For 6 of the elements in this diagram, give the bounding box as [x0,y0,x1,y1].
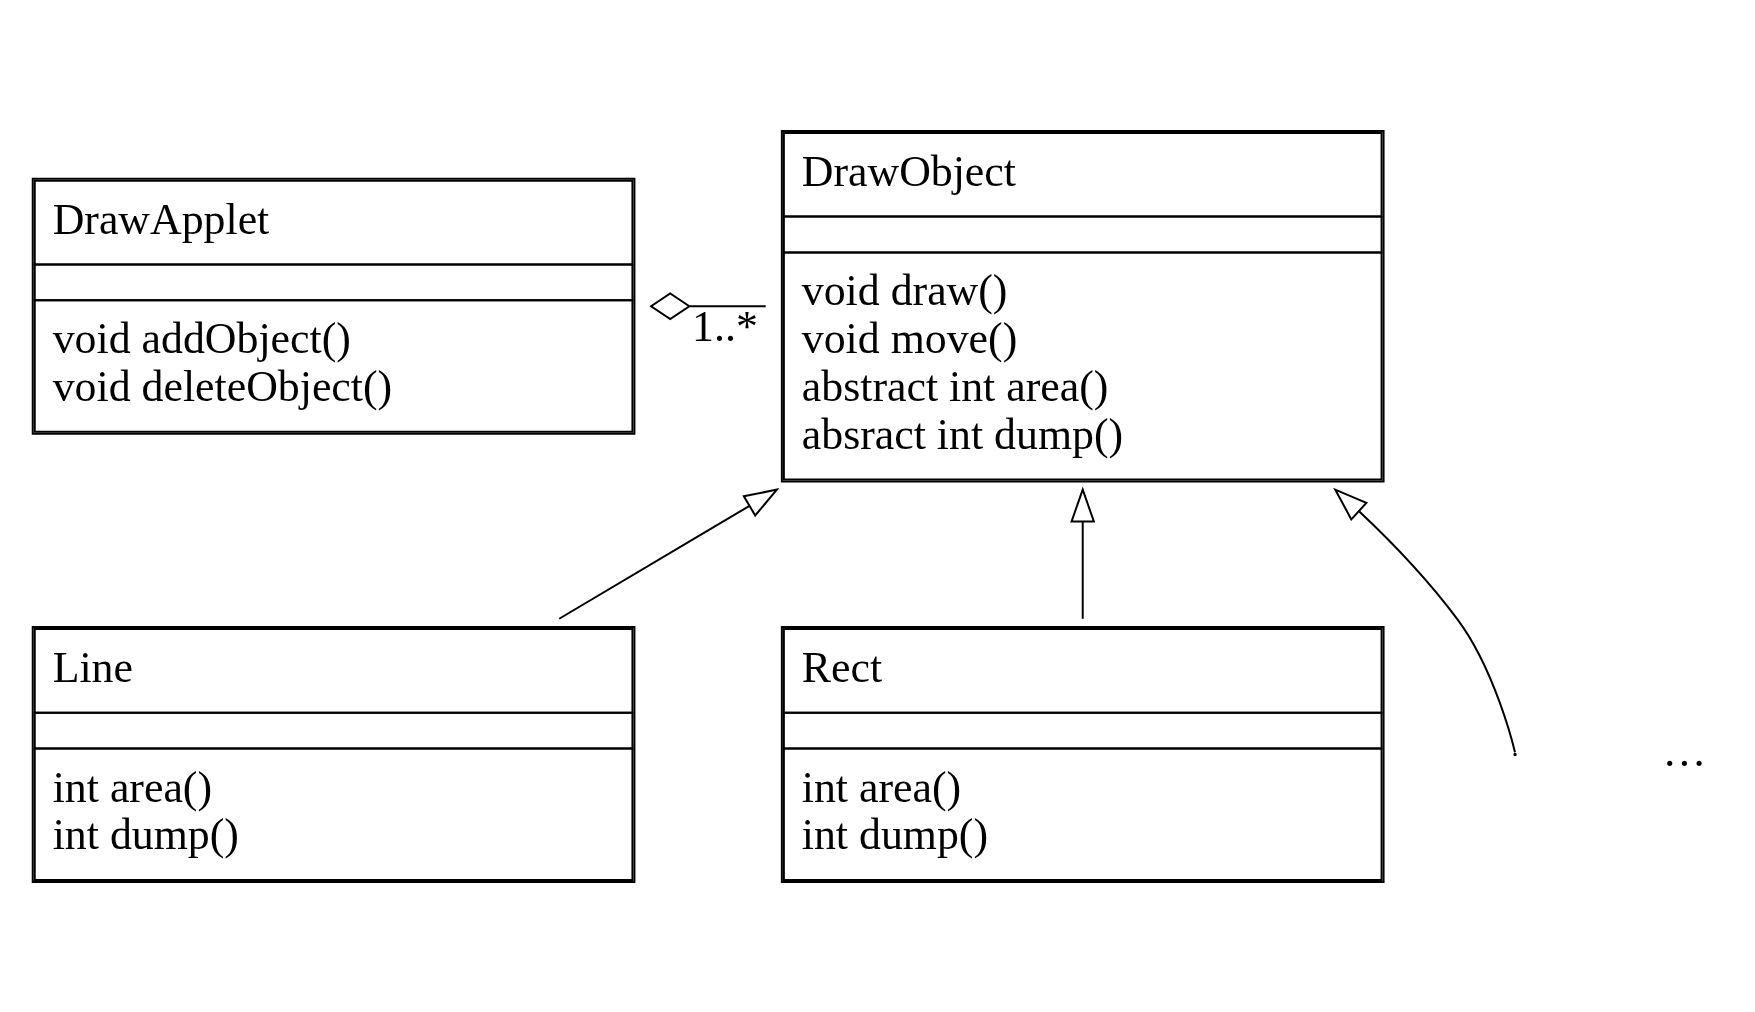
edge-label: 1..* [692,301,758,350]
label: … [1662,726,1707,775]
arrow [1333,487,1516,753]
arrow [558,487,780,620]
connector [649,291,767,320]
arrow [1070,486,1096,620]
